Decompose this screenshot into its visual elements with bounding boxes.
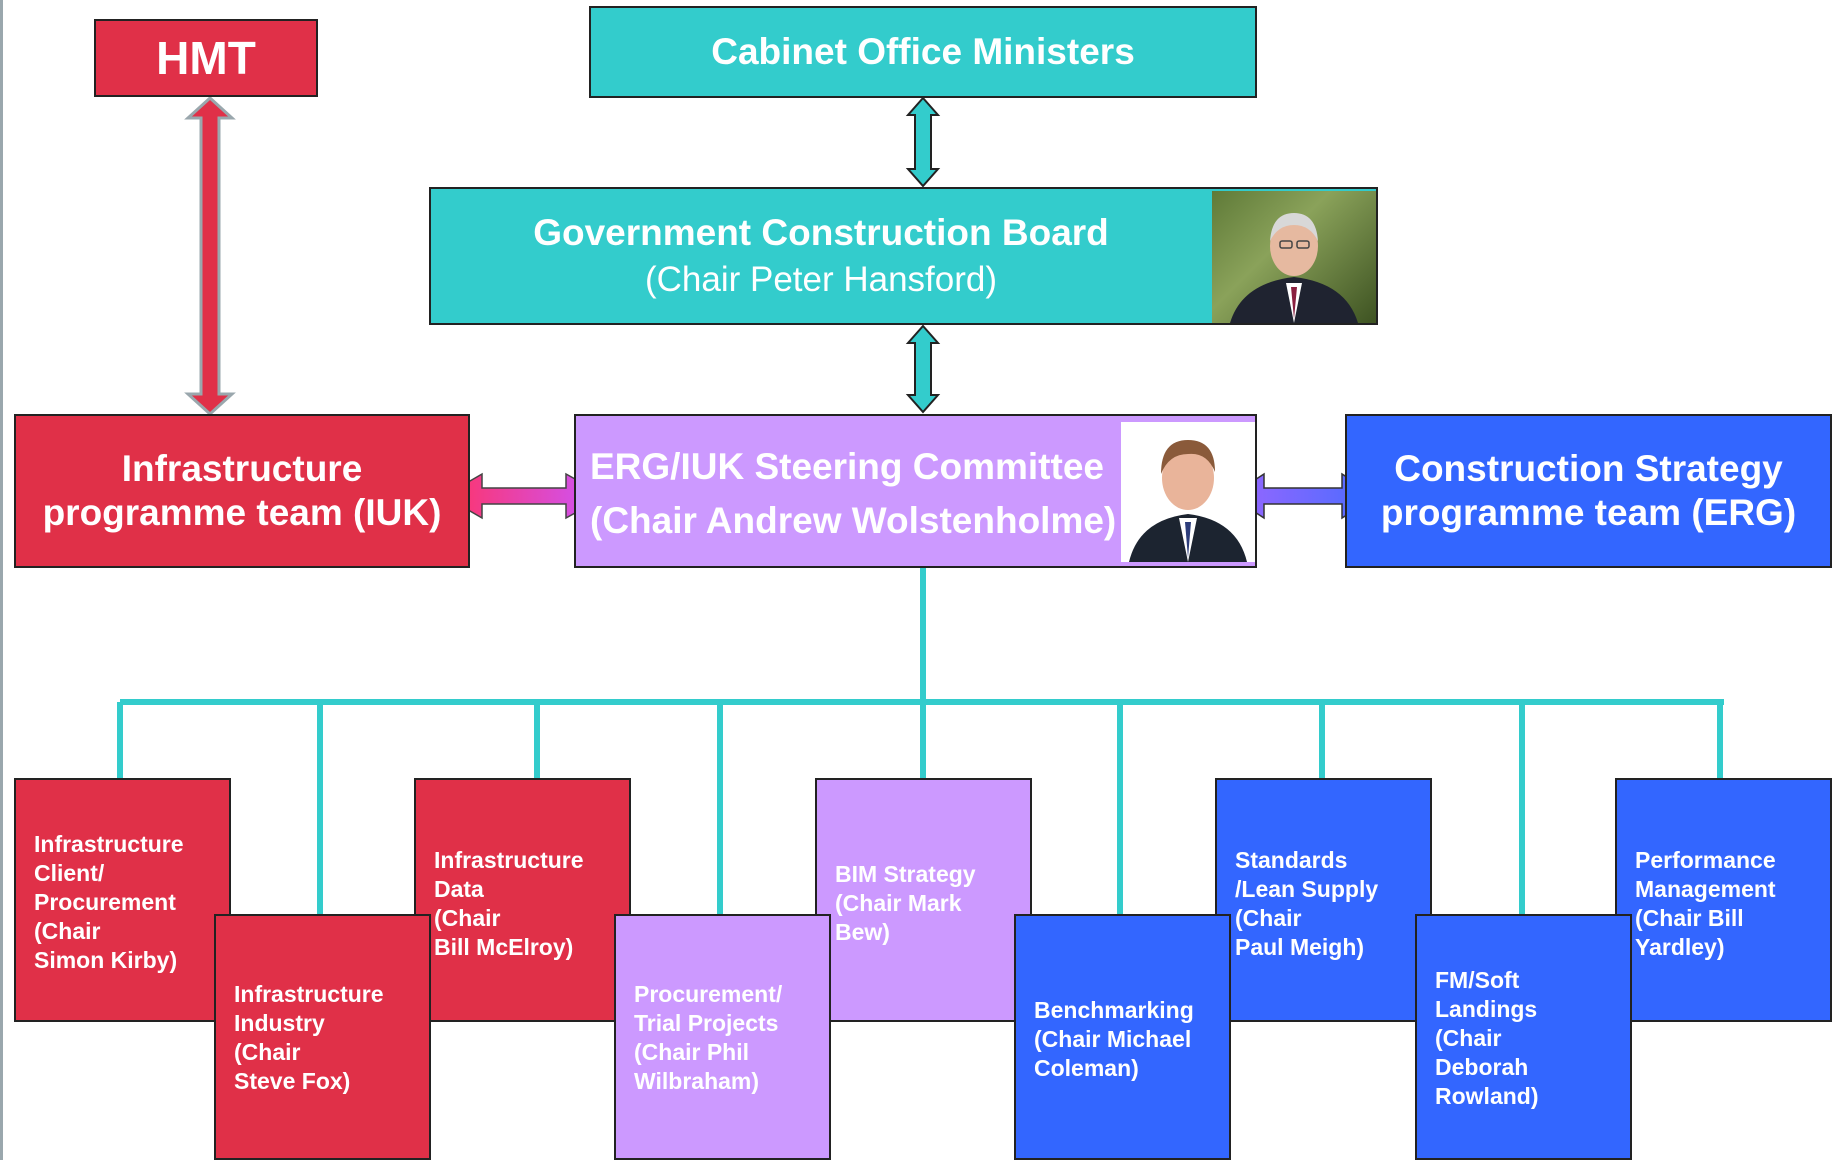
group-text-line: Paul Meigh) bbox=[1235, 934, 1365, 960]
group-text-line: (Chair bbox=[234, 1039, 301, 1065]
hmt-iuk-arrow bbox=[184, 95, 236, 417]
group-text-line: Management bbox=[1635, 876, 1776, 902]
group-text-line: (Chair Mark bbox=[835, 890, 962, 916]
group-text-line: /Lean Supply bbox=[1235, 876, 1379, 902]
group-text-line: Performance bbox=[1635, 847, 1776, 873]
group-text-line: (Chair Michael bbox=[1034, 1026, 1192, 1052]
group-text-line: (Chair bbox=[434, 905, 501, 931]
group-text-line: (Chair bbox=[1435, 1025, 1502, 1051]
group-text-line: Infrastructure bbox=[34, 831, 184, 857]
hmt-box: HMT bbox=[94, 19, 318, 97]
group-text-line: Standards bbox=[1235, 847, 1348, 873]
construction-board-chair: (Chair Peter Hansford) bbox=[644, 260, 998, 299]
working-group-bim-strategy: BIM Strategy (Chair Mark Bew) bbox=[815, 778, 1032, 1022]
board-steering-arrow bbox=[905, 324, 941, 414]
group-text-line: Bew) bbox=[835, 919, 890, 945]
group-text-line: FM/Soft bbox=[1435, 967, 1520, 993]
cabinet-office-box: Cabinet Office Ministers bbox=[589, 6, 1257, 98]
working-group-infrastructure-client: Infrastructure Client/ Procurement (Chai… bbox=[14, 778, 231, 1022]
working-group-benchmarking: Benchmarking (Chair Michael Coleman) bbox=[1014, 914, 1231, 1160]
working-group-performance: Performance Management (Chair Bill Yardl… bbox=[1615, 778, 1832, 1022]
group-text-line: Benchmarking bbox=[1034, 997, 1194, 1023]
group-text-line: Simon Kirby) bbox=[34, 947, 178, 973]
steering-committee-box: ERG/IUK Steering Committee (Chair Andrew… bbox=[574, 414, 1257, 568]
group-text-line: Infrastructure bbox=[234, 981, 384, 1007]
group-text-line: Steve Fox) bbox=[234, 1068, 351, 1094]
erg-team-line1: Construction Strategy bbox=[1394, 448, 1783, 489]
group-text-line: Bill McElroy) bbox=[434, 934, 574, 960]
construction-board-box: Government Construction Board (Chair Pet… bbox=[429, 187, 1378, 325]
portrait-icon bbox=[1230, 213, 1358, 323]
group-text-line: Infrastructure bbox=[434, 847, 584, 873]
group-text-line: BIM Strategy bbox=[835, 861, 976, 887]
group-text-line: Coleman) bbox=[1034, 1055, 1139, 1081]
chair-photo-steering bbox=[1121, 422, 1255, 562]
group-text-line: (Chair Phil bbox=[634, 1039, 750, 1065]
construction-board-title: Government Construction Board bbox=[533, 212, 1109, 253]
steering-committee-title: ERG/IUK Steering Committee bbox=[590, 446, 1104, 487]
steering-committee-chair: (Chair Andrew Wolstenholme) bbox=[590, 500, 1117, 541]
working-group-infrastructure-data: Infrastructure Data (Chair Bill McElroy) bbox=[414, 778, 631, 1022]
group-text-line: Landings bbox=[1435, 996, 1538, 1022]
group-text-line: Industry bbox=[234, 1010, 325, 1036]
cabinet-office-label: Cabinet Office Ministers bbox=[711, 31, 1135, 72]
working-group-infrastructure-industry: Infrastructure Industry (Chair Steve Fox… bbox=[214, 914, 431, 1160]
tree-lines bbox=[117, 566, 1724, 914]
portrait-icon bbox=[1129, 440, 1247, 562]
group-text-line: Procurement bbox=[34, 889, 176, 915]
group-text-line: (Chair bbox=[34, 918, 101, 944]
group-text-line: Deborah bbox=[1435, 1054, 1529, 1080]
iuk-team-line1: Infrastructure bbox=[121, 448, 363, 489]
erg-team-line2: programme team (ERG) bbox=[1380, 492, 1797, 533]
group-text-line: Data bbox=[434, 876, 484, 902]
iuk-team-box: Infrastructure programme team (IUK) bbox=[14, 414, 470, 568]
group-text-line: Client/ bbox=[34, 860, 105, 886]
iuk-team-line2: programme team (IUK) bbox=[42, 492, 442, 533]
erg-team-box: Construction Strategy programme team (ER… bbox=[1345, 414, 1832, 568]
group-text-line: Wilbraham) bbox=[634, 1068, 760, 1094]
cabinet-board-arrow bbox=[905, 96, 941, 188]
chair-photo-board bbox=[1212, 191, 1376, 323]
working-group-procurement-trial: Procurement/ Trial Projects (Chair Phil … bbox=[614, 914, 831, 1160]
group-text-line: Procurement/ bbox=[634, 981, 783, 1007]
left-edge-bar bbox=[0, 0, 3, 1160]
group-text-line: Trial Projects bbox=[634, 1010, 779, 1036]
working-group-fm-soft-landings: FM/Soft Landings (Chair Deborah Rowland) bbox=[1415, 914, 1632, 1160]
hmt-label: HMT bbox=[156, 32, 256, 84]
group-text-line: (Chair bbox=[1235, 905, 1302, 931]
group-text-line: Rowland) bbox=[1435, 1083, 1539, 1109]
group-text-line: (Chair Bill bbox=[1635, 905, 1744, 931]
working-group-standards: Standards /Lean Supply (Chair Paul Meigh… bbox=[1215, 778, 1432, 1022]
group-text-line: Yardley) bbox=[1635, 934, 1725, 960]
